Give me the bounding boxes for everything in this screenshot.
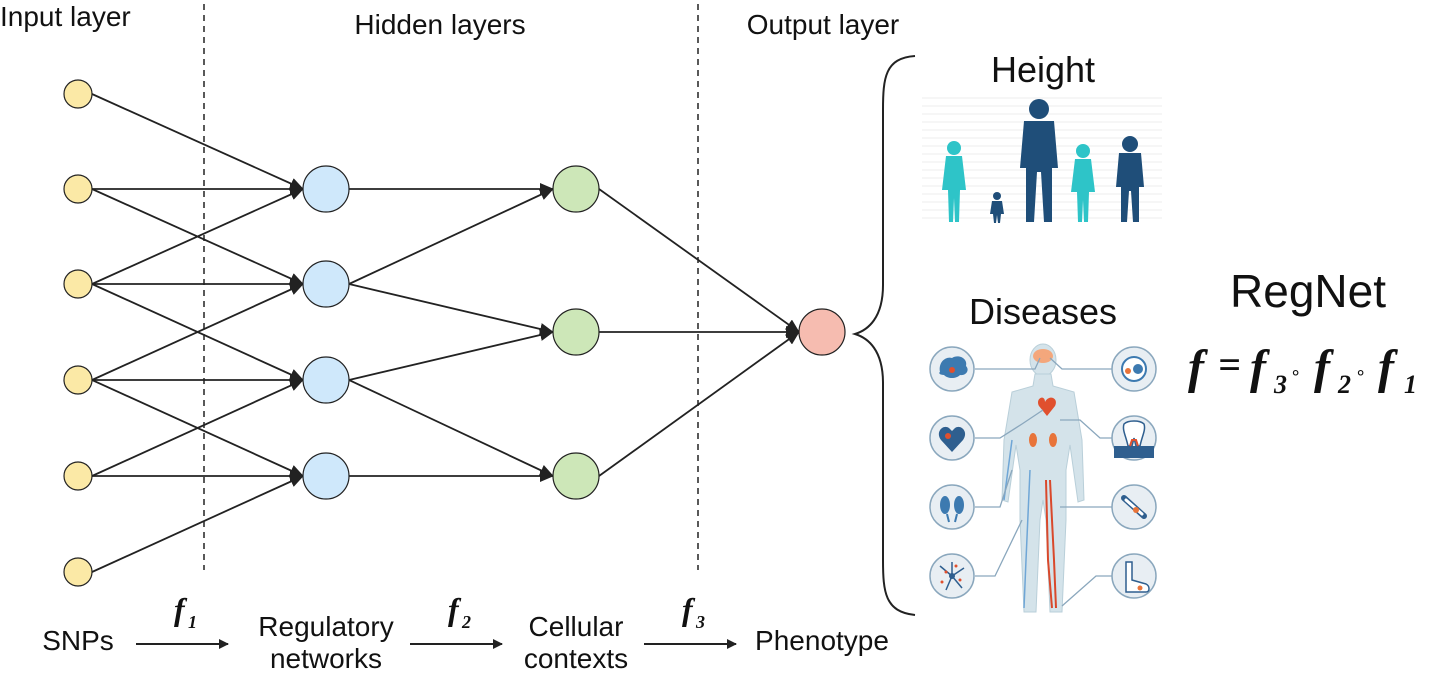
pipeline-f2-sub: 2: [461, 612, 471, 632]
kidney-left-organ: [1029, 433, 1037, 447]
vessels: [1045, 479, 1057, 609]
pipeline-regulatory-line2: networks: [270, 643, 382, 674]
neuron-icon: [929, 553, 975, 599]
diseases-label: Diseases: [969, 291, 1117, 332]
formula-equals: =: [1218, 342, 1241, 387]
pipeline-f1: f: [174, 591, 188, 627]
brain-icon: [929, 346, 975, 392]
kidney-right-organ: [1049, 433, 1057, 447]
network-nodes: [63, 79, 846, 587]
pipeline-f1-sub: 1: [188, 612, 197, 632]
model-name: RegNet: [1230, 265, 1386, 317]
input-node: [63, 174, 93, 204]
formula-sub3: 3: [1273, 370, 1287, 399]
heart-icon: [929, 415, 975, 461]
output-node: [798, 308, 846, 356]
pipeline-f3: f: [682, 591, 696, 627]
input-node: [63, 79, 93, 109]
network-edge: [348, 379, 554, 477]
input-node: [63, 269, 93, 299]
output-layer-title: Output layer: [747, 9, 900, 40]
hidden2-node: [552, 165, 600, 213]
output-brace: [851, 55, 916, 616]
disease-connectors: [975, 357, 1112, 607]
network-edge: [91, 379, 304, 477]
pipeline: SNPs f 1 Regulatory networks f 2 Cellula…: [42, 591, 889, 674]
person-tall-man-icon: [1020, 99, 1058, 222]
hidden2-node: [552, 308, 600, 356]
formula-f2: f: [1314, 341, 1334, 394]
hidden1-node: [302, 452, 350, 500]
hidden1-node: [302, 356, 350, 404]
person-woman-right-icon: [1071, 144, 1095, 222]
tooth-icon: [1111, 415, 1157, 461]
formula-lhs: f: [1188, 341, 1208, 394]
network-edge: [91, 283, 304, 381]
model-formula: f = f 3 ∘ f 2 ∘ f 1: [1188, 341, 1417, 399]
person-woman-left-icon: [942, 141, 966, 222]
formula-f3: f: [1250, 341, 1270, 394]
input-node: [63, 365, 93, 395]
network-edges: [91, 93, 800, 573]
network-edge: [598, 188, 800, 333]
hidden1-node: [302, 260, 350, 308]
formula-sub1: 1: [1404, 370, 1417, 399]
pipeline-cellular-line1: Cellular: [529, 611, 624, 642]
person-man-right-icon: [1116, 136, 1144, 222]
pipeline-f2: f: [448, 591, 462, 627]
network-edge: [91, 93, 304, 190]
input-layer-title: Input layer: [0, 1, 131, 32]
hidden1-node: [302, 165, 350, 213]
foot-icon: [1111, 553, 1157, 599]
heart-organ: [1038, 397, 1056, 416]
person-child-icon: [990, 192, 1004, 223]
network-edge: [91, 188, 304, 285]
formula-compose-1: ∘: [1290, 362, 1301, 382]
height-illustration: [922, 97, 1162, 223]
pipeline-cellular-line2: contexts: [524, 643, 628, 674]
pipeline-regulatory-line1: Regulatory: [258, 611, 393, 642]
diseases-illustration: [929, 343, 1157, 613]
bone-icon: [1111, 484, 1157, 530]
hidden2-node: [552, 452, 600, 500]
input-node: [63, 461, 93, 491]
pipeline-phenotype: Phenotype: [755, 625, 889, 656]
pipeline-f3-sub: 3: [695, 612, 705, 632]
kidney-icon: [929, 484, 975, 530]
network-edge: [348, 283, 554, 335]
network-edge: [598, 331, 800, 477]
network-edge: [91, 475, 304, 573]
network-edge: [348, 329, 554, 381]
human-body-icon: [1001, 343, 1085, 613]
formula-compose-2: ∘: [1355, 362, 1366, 382]
pipeline-snps: SNPs: [42, 625, 114, 656]
brain-organ: [1033, 349, 1053, 363]
height-label: Height: [991, 49, 1095, 90]
eye-icon: [1111, 346, 1157, 392]
input-node: [63, 557, 93, 587]
network-edge: [348, 188, 554, 285]
formula-f1: f: [1378, 341, 1398, 394]
hidden-layers-title: Hidden layers: [354, 9, 525, 40]
formula-sub2: 2: [1337, 370, 1351, 399]
